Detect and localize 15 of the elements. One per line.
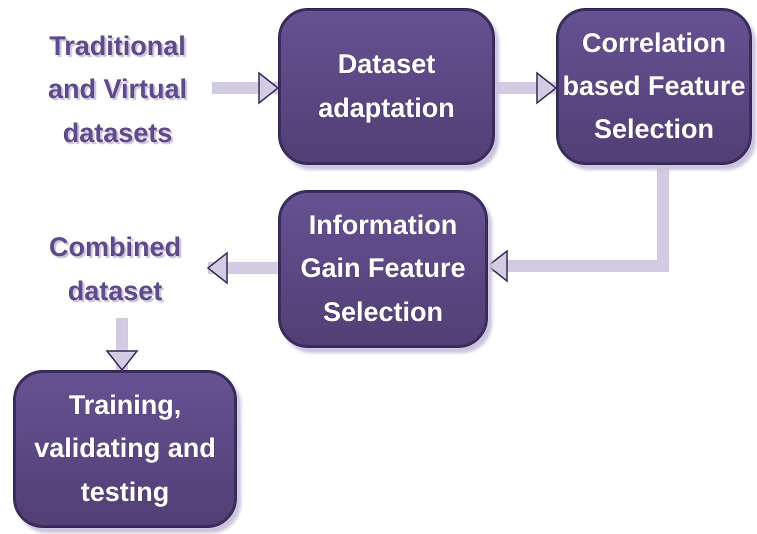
- block-arrow: [207, 252, 278, 284]
- block-arrow: [212, 72, 279, 104]
- process-label: Correlation based Feature Selection: [561, 26, 747, 146]
- data-label: Traditional and Virtual datasets: [46, 30, 188, 150]
- block-arrow: [487, 165, 669, 282]
- process-box: [278, 190, 488, 348]
- block-arrow: [106, 318, 138, 371]
- data-label: Combined dataset: [48, 231, 182, 308]
- process-label: Training, validating and testing: [33, 389, 217, 509]
- process-box: [556, 8, 752, 165]
- process-box: [278, 8, 495, 165]
- process-box: [13, 370, 237, 528]
- block-arrow: [495, 72, 557, 104]
- process-label: Dataset adaptation: [317, 48, 456, 125]
- process-label: Information Gain Feature Selection: [299, 209, 467, 329]
